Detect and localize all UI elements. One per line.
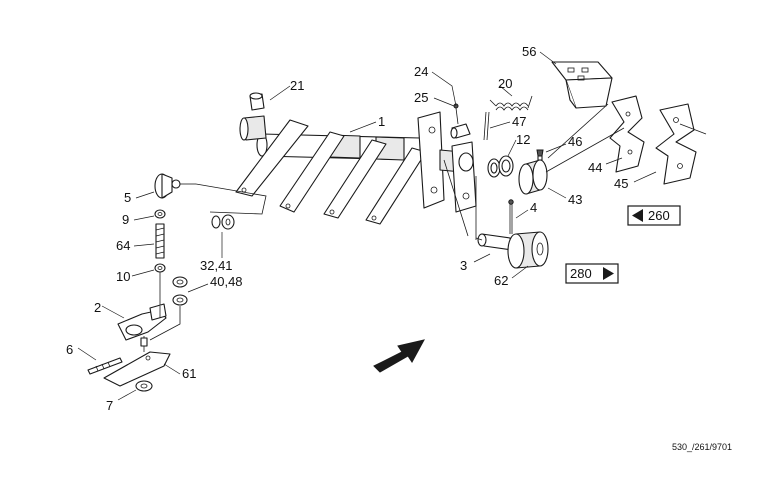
callout-40-48: 40,48 [210, 274, 243, 289]
callout-56: 56 [522, 44, 536, 59]
callout-21: 21 [290, 78, 304, 93]
reference-260-label: 260 [648, 208, 670, 223]
callout-45: 45 [614, 176, 628, 191]
callout-6: 6 [66, 342, 73, 357]
callout-20: 20 [498, 76, 512, 91]
callout-43: 43 [568, 192, 582, 207]
callout-62: 62 [494, 273, 508, 288]
callout-3: 3 [460, 258, 467, 273]
callout-7: 7 [106, 398, 113, 413]
callout-9: 9 [122, 212, 129, 227]
ball-joint-rod [154, 173, 196, 306]
callout-47: 47 [512, 114, 526, 129]
reference-280-label: 280 [570, 266, 592, 281]
reference-260[interactable]: 260 [627, 205, 681, 226]
callout-1: 1 [378, 114, 385, 129]
callout-46: 46 [568, 134, 582, 149]
callout-labels: 21 1 24 25 20 47 12 56 46 43 44 45 4 3 6… [66, 44, 628, 413]
shaft-assembly [235, 111, 477, 225]
arrow-right-icon [603, 267, 614, 280]
callout-32-41: 32,41 [200, 258, 233, 273]
callout-64: 64 [116, 238, 130, 253]
callout-4: 4 [530, 200, 537, 215]
callout-5: 5 [124, 190, 131, 205]
direction-arrow [373, 339, 425, 373]
leader-lines [77, 51, 657, 401]
bearing-group [487, 149, 548, 195]
lever-assembly [87, 303, 171, 392]
washers [172, 214, 235, 306]
callout-2: 2 [94, 300, 101, 315]
connection-lines [149, 103, 707, 341]
plate-44 [609, 95, 645, 173]
pin-3-roller-62 [477, 199, 549, 269]
coupling-21 [239, 92, 267, 141]
drawing-code: 530_/261/9701 [672, 442, 732, 452]
arrow-left-icon [632, 209, 643, 222]
plate-45 [655, 103, 697, 185]
callout-10: 10 [116, 269, 130, 284]
callout-61: 61 [182, 366, 196, 381]
callout-44: 44 [588, 160, 602, 175]
callout-24: 24 [414, 64, 428, 79]
bracket-56 [551, 61, 613, 109]
callout-25: 25 [414, 90, 428, 105]
callout-12: 12 [516, 132, 530, 147]
reference-280[interactable]: 280 [565, 263, 619, 284]
